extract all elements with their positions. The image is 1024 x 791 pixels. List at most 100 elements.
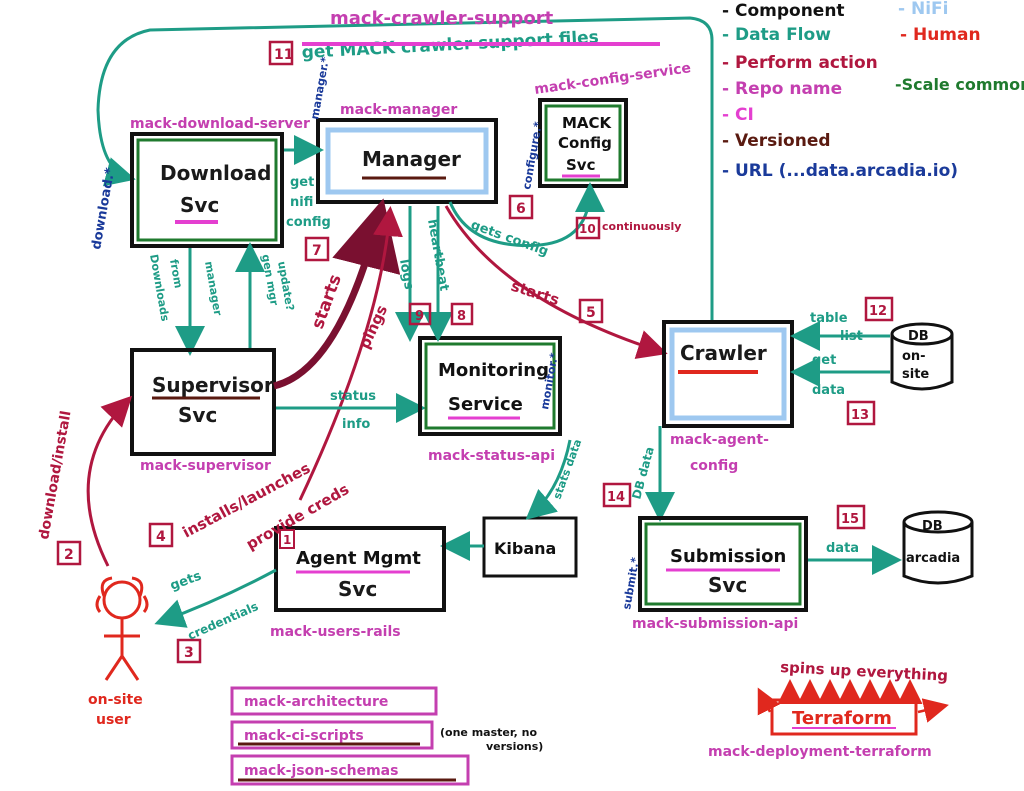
repo-json-schemas: mack-json-schemas xyxy=(244,763,398,779)
legend-repo-name: - Repo name xyxy=(722,79,842,99)
step-4: 4 xyxy=(156,529,166,545)
crawler: Crawler xyxy=(662,320,794,428)
step-2: 2 xyxy=(64,547,74,563)
manager-label-small: manager xyxy=(202,260,224,317)
repo-deployment-terraform: mack-deployment-terraform xyxy=(708,744,932,760)
repo-status-api: mack-status-api xyxy=(428,448,555,464)
step-5: 5 xyxy=(586,305,596,321)
logs: logs xyxy=(396,258,416,291)
starts-crawler: starts xyxy=(509,277,562,310)
step-3: 3 xyxy=(184,645,194,661)
repo-ci-scripts: mack-ci-scripts xyxy=(244,728,364,744)
step-14: 14 xyxy=(607,490,625,505)
manager-starts-crawler xyxy=(444,205,668,359)
monitoring-service: Monitoring Service xyxy=(418,336,562,436)
repo-architecture: mack-architecture xyxy=(244,694,388,710)
supervisor-svc: Supervisor Svc xyxy=(130,348,276,456)
repo-users-rails: mack-users-rails xyxy=(270,624,401,640)
download-svc-line2: Svc xyxy=(180,193,219,217)
on-site-user: on-site user xyxy=(88,576,149,728)
continuously: continuously xyxy=(602,220,681,233)
bottom-repos: mack-architecture mack-ci-scripts mack-j… xyxy=(230,686,543,786)
legend-versioned: - Versioned xyxy=(722,131,831,151)
db-arcadia-line2: arcadia xyxy=(906,551,960,566)
repo-download-server: mack-download-server xyxy=(130,116,310,132)
table-list-1: table xyxy=(810,311,848,326)
credentials-flow xyxy=(154,568,277,628)
config-line2: Config xyxy=(558,134,612,152)
status-info-2: info xyxy=(342,417,370,432)
db-onsite: DB on- site xyxy=(890,322,954,391)
step-11-badge xyxy=(268,40,294,66)
legend-data-flow: - Data Flow xyxy=(722,25,831,45)
db-data: DB data xyxy=(629,445,656,501)
agent-line2: Svc xyxy=(338,577,377,601)
download-install-flow xyxy=(86,395,133,567)
terraform-arrows xyxy=(757,679,949,723)
step-6: 6 xyxy=(516,201,526,217)
config-line3: Svc xyxy=(566,156,595,174)
get-nifi-line3: config xyxy=(286,215,331,230)
step-15: 15 xyxy=(841,512,859,527)
gets: gets xyxy=(168,569,204,594)
step-9: 9 xyxy=(415,309,424,324)
terraform: Terraform xyxy=(770,698,918,736)
db-onsite-line3: site xyxy=(902,367,929,382)
legend-component: - Component xyxy=(722,1,845,21)
repo-config-service: mack-config-service xyxy=(533,60,692,98)
legend-perform-action: - Perform action xyxy=(722,53,878,73)
status-info-1: status xyxy=(330,389,376,404)
repo-manager: mack-manager xyxy=(340,102,457,118)
download-svc: Download Svc xyxy=(130,132,284,248)
step-7: 7 xyxy=(312,243,322,259)
step-10: 10 xyxy=(579,222,596,236)
repo-supervisor: mack-supervisor xyxy=(140,458,271,474)
step-12: 12 xyxy=(869,304,887,319)
step-13: 13 xyxy=(851,408,869,423)
legend-scale-common: -Scale common xyxy=(895,75,1024,94)
supervisor-line1: Supervisor xyxy=(152,373,274,397)
repo-crawler-support: mack-crawler-support xyxy=(330,8,554,29)
data-onsite: data xyxy=(812,383,845,398)
config-line1: MACK xyxy=(562,114,613,132)
data-arcadia: data xyxy=(826,541,859,556)
pings-flow xyxy=(298,206,403,501)
download-svc-line1: Download xyxy=(160,161,271,185)
submission-line1: Submission xyxy=(670,546,786,567)
monitoring-line2: Service xyxy=(448,394,523,415)
manager: Manager xyxy=(316,118,498,204)
agent-line1: Agent Mgmt xyxy=(296,548,421,569)
step-1: 1 xyxy=(283,533,291,547)
note-line1: (one master, no xyxy=(440,726,538,739)
terraform-label: Terraform xyxy=(792,708,892,729)
legend: - Component - Data Flow - Perform action… xyxy=(722,0,1024,181)
submission-line2: Svc xyxy=(708,573,747,597)
pings: pings xyxy=(355,302,391,352)
kibana-label: Kibana xyxy=(494,539,556,558)
repo-agent-config-2: config xyxy=(690,458,738,474)
credentials: credentials xyxy=(186,599,261,643)
note-line2: versions) xyxy=(486,740,543,753)
repo-submission-api: mack-submission-api xyxy=(632,616,798,632)
user-line2: user xyxy=(96,712,131,728)
submission-svc: Submission Svc xyxy=(638,516,808,612)
table-list-2: list xyxy=(840,329,863,344)
kibana: Kibana xyxy=(482,516,578,578)
repo-agent-config-1: mack-agent- xyxy=(670,432,769,448)
db-arcadia-line1: DB xyxy=(922,519,943,534)
legend-human: - Human xyxy=(900,25,981,45)
get-label: get xyxy=(812,353,836,368)
db-onsite-line2: on- xyxy=(902,349,926,364)
get-nifi-line2: nifi xyxy=(290,195,313,210)
step-8: 8 xyxy=(457,309,466,324)
support-files-flow xyxy=(96,16,714,320)
user-line1: on-site xyxy=(88,692,143,708)
get-nifi-line1: get xyxy=(290,175,314,190)
monitoring-line1: Monitoring xyxy=(438,360,549,381)
spins-up-everything: spins up everything xyxy=(780,658,949,685)
supervisor-starts-manager xyxy=(273,198,401,390)
stats-data-flow xyxy=(525,439,572,520)
url-download: download.* xyxy=(89,166,118,250)
legend-ci: - CI xyxy=(722,105,754,125)
